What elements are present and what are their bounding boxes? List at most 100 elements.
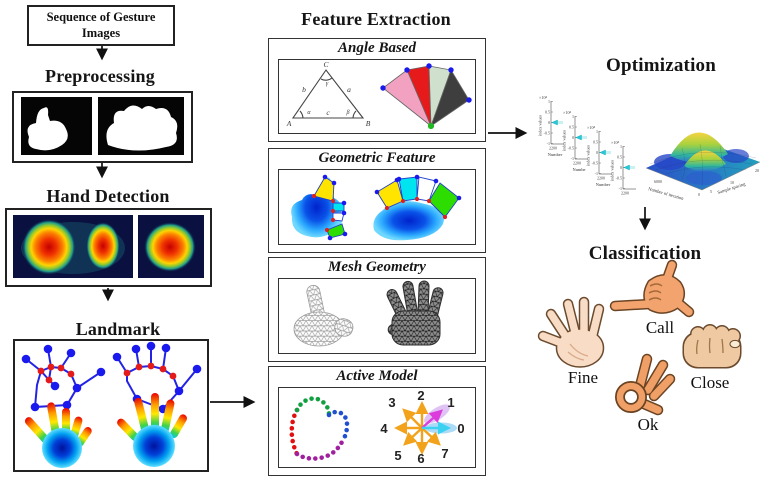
triangle-side-b: b (302, 85, 306, 94)
contour-blue-segment (326, 409, 350, 443)
hand-silhouette-left (27, 107, 68, 151)
ok-ring (616, 382, 646, 412)
fan-pivot-vertex (427, 122, 435, 130)
triangle-side-c: c (326, 108, 330, 117)
input-sequence-box: Sequence of Gesture Images (27, 5, 175, 46)
gesture-call-label: Call (645, 318, 675, 337)
hand-silhouette-right (106, 105, 178, 151)
geometric-hand-left (291, 174, 348, 241)
triangle-diagram (291, 69, 365, 119)
preprocessing-box (12, 91, 193, 163)
angle-fan (382, 65, 470, 128)
surface-xtick-6000: 6000 (654, 179, 662, 184)
dir-label-2: 2 (417, 388, 424, 403)
call-knuckle-lines (648, 283, 663, 301)
heat-blob-3 (144, 222, 196, 272)
geometric-hand-right (373, 174, 462, 241)
dir-label-5: 5 (394, 448, 401, 463)
geometric-feature-title: Geometric Feature (318, 150, 436, 166)
gesture-fine-image (537, 296, 605, 368)
surface-xtick-0: 0 (698, 192, 700, 197)
quad-white-left (332, 212, 345, 222)
mesh-geometry-box: Mesh Geometry (268, 257, 486, 362)
skeleton-right-knuckles (123, 362, 177, 380)
heatmap-images (13, 215, 204, 278)
surface-ytick-20: 20 (755, 168, 759, 173)
gesture-ok-image (615, 353, 676, 416)
index-plot-2-xlabel: Numbe (573, 167, 586, 172)
active-model-graphic: 0 1 2 3 4 5 6 7 (289, 388, 465, 464)
contour-red-segment (289, 407, 300, 457)
dir-label-7: 7 (441, 446, 448, 461)
surface-ytick-10: 10 (730, 180, 734, 185)
dir-label-0: 0 (457, 421, 464, 436)
feature-extraction-heading: Feature Extraction (301, 9, 451, 29)
gesture-ok-label: Ok (637, 415, 659, 434)
index-plot-2 (561, 109, 589, 166)
optimization-plots: ×10⁴ 1 0.5 0 -0.5 -1 index values 2200 (537, 94, 761, 201)
depth-hand-left (24, 402, 92, 468)
mesh-hand-dark (386, 280, 444, 346)
angle-based-box: Angle Based A B C a b c α β (268, 38, 486, 142)
fan-vertices (380, 63, 472, 103)
index-plot-1-xlabel: Number (548, 152, 563, 157)
dir1-arrow (421, 409, 443, 429)
binary-silhouette-images (21, 97, 184, 155)
depth-hand-right (117, 393, 187, 467)
index-plot-1 (537, 94, 565, 151)
surface-front-peak (684, 150, 726, 172)
index-plot-3-xlabel: Number (596, 182, 611, 187)
triangle-angle-beta: β (346, 110, 350, 116)
triangle-vertex-c: C (323, 60, 329, 69)
dir-label-3: 3 (388, 395, 395, 410)
index-plot-4 (609, 139, 637, 196)
skeleton-left-joints (21, 344, 106, 412)
contour-purple-segment (294, 437, 346, 461)
triangle-angle-alpha: α (307, 110, 311, 116)
surface-plot-3d: 6000 0 5 10 20 Number of iteration Sampl… (645, 132, 761, 201)
active-model-box: Active Model (268, 366, 486, 476)
gesture-close-label: Close (690, 373, 730, 392)
optimization-heading: Optimization (605, 55, 717, 76)
hand-skeleton-right (116, 345, 198, 411)
triangle-side-a: a (347, 85, 351, 94)
landmark-box (13, 339, 209, 472)
close-finger-creases (696, 337, 724, 355)
gesture-fine-label: Fine (567, 368, 599, 387)
input-sequence-label: Sequence of Gesture Images (46, 9, 156, 40)
active-model-title: Active Model (336, 368, 418, 384)
fan-triangle-dark (430, 69, 470, 128)
hand-detection-box (5, 208, 212, 287)
hand-detection-heading: Hand Detection (46, 186, 170, 206)
point-contour-hand (289, 396, 350, 461)
triangle-angle-gamma: γ (326, 81, 329, 87)
mesh-geometry-title: Mesh Geometry (328, 259, 426, 275)
heat-blob-2 (86, 222, 120, 270)
surface-ytick-5: 5 (710, 189, 712, 194)
direction-star: 0 1 2 3 4 5 6 7 (380, 388, 464, 464)
gesture-close-image (682, 324, 742, 369)
preprocessing-heading: Preprocessing (45, 66, 155, 86)
index-plot-3 (585, 124, 613, 181)
classification-heading: Classification (588, 243, 702, 264)
landmark-heading: Landmark (75, 319, 161, 339)
geometric-feature-graphic (291, 174, 462, 241)
mesh-hand-light (293, 284, 354, 347)
triangle-vertex-a: A (286, 119, 292, 128)
mesh-geometry-graphic (293, 280, 444, 347)
contour-green-segment (294, 396, 332, 418)
skeleton-left-knuckles (37, 363, 75, 384)
triangle-vertex-b: B (366, 119, 371, 128)
angle-based-graphic: A B C a b c α β γ (286, 60, 472, 130)
dir-label-6: 6 (417, 451, 424, 464)
fine-palm-creases (567, 343, 589, 361)
geometric-feature-box: Geometric Feature (268, 148, 486, 253)
dir-label-1: 1 (447, 395, 454, 410)
surface-xlabel: Number of iteration (648, 186, 685, 201)
landmark-graphics (21, 341, 202, 468)
hand-skeleton-left (25, 348, 102, 409)
close-thumbnail (729, 339, 741, 349)
heat-blob-1 (22, 219, 76, 275)
gesture-call-image (609, 259, 695, 318)
